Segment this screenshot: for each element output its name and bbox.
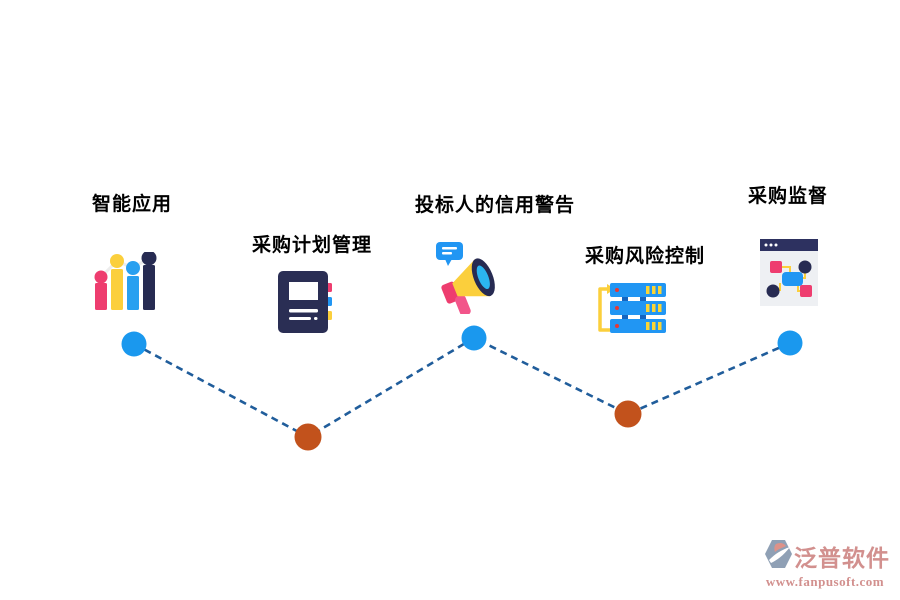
notebook-icon	[276, 270, 336, 338]
brand-logo-icon	[765, 540, 792, 572]
bar-chart-icon	[94, 250, 160, 316]
node-label-bidder-credit-warning: 投标人的信用警告	[415, 194, 576, 216]
brand-watermark: 泛普软件 www.fanpusoft.com	[760, 539, 890, 590]
node-dot	[121, 331, 147, 357]
flowchart-window-icon	[760, 239, 820, 311]
brand-name: 泛普软件	[794, 546, 890, 572]
node-dot	[614, 400, 642, 428]
megaphone-icon	[430, 238, 508, 318]
connector-path	[133, 336, 791, 439]
node-label-intelligent-application: 智能应用	[92, 193, 173, 215]
node-label-procurement-plan-management: 采购计划管理	[252, 234, 373, 256]
node-dot	[461, 325, 487, 351]
node-label-procurement-risk-control: 采购风险控制	[585, 245, 706, 267]
node-label-procurement-supervision: 采购监督	[748, 185, 829, 207]
node-dot	[777, 330, 803, 356]
brand-url: www.fanpusoft.com	[765, 574, 885, 589]
node-dot	[294, 423, 322, 451]
server-stack-icon	[592, 281, 670, 341]
